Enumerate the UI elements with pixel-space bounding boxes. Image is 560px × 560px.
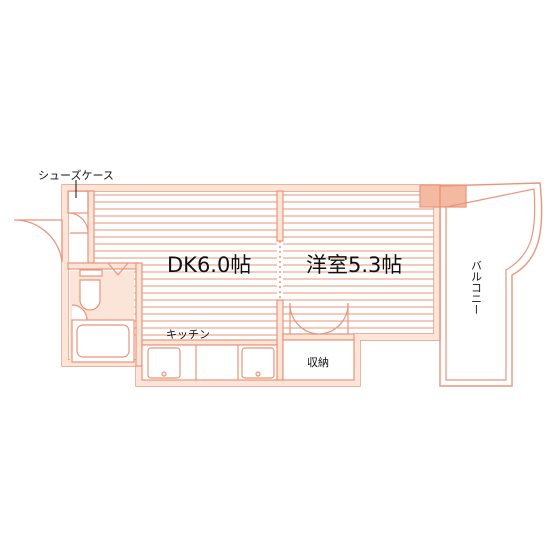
balcony-label: バルコニー	[470, 260, 483, 315]
pillar	[419, 184, 467, 208]
balcony-inner	[445, 188, 536, 381]
dk-label: DK6.0帖	[167, 253, 251, 277]
kitchen-label: キッチン	[166, 328, 210, 341]
bathroom	[70, 262, 135, 365]
storage-label: 収納	[307, 356, 329, 369]
shoe-case-label: シューズケース	[38, 168, 114, 182]
wall-band	[62, 185, 440, 386]
storage-closet	[282, 302, 355, 381]
partition-walls	[67, 190, 355, 381]
balcony-outline	[439, 182, 543, 387]
kitchen	[141, 344, 278, 381]
shoe-case-box	[67, 190, 89, 234]
western-room-floor-planks	[283, 194, 434, 329]
western-room-label: 洋室5.3帖	[306, 253, 402, 277]
entrance-door	[13, 219, 63, 263]
